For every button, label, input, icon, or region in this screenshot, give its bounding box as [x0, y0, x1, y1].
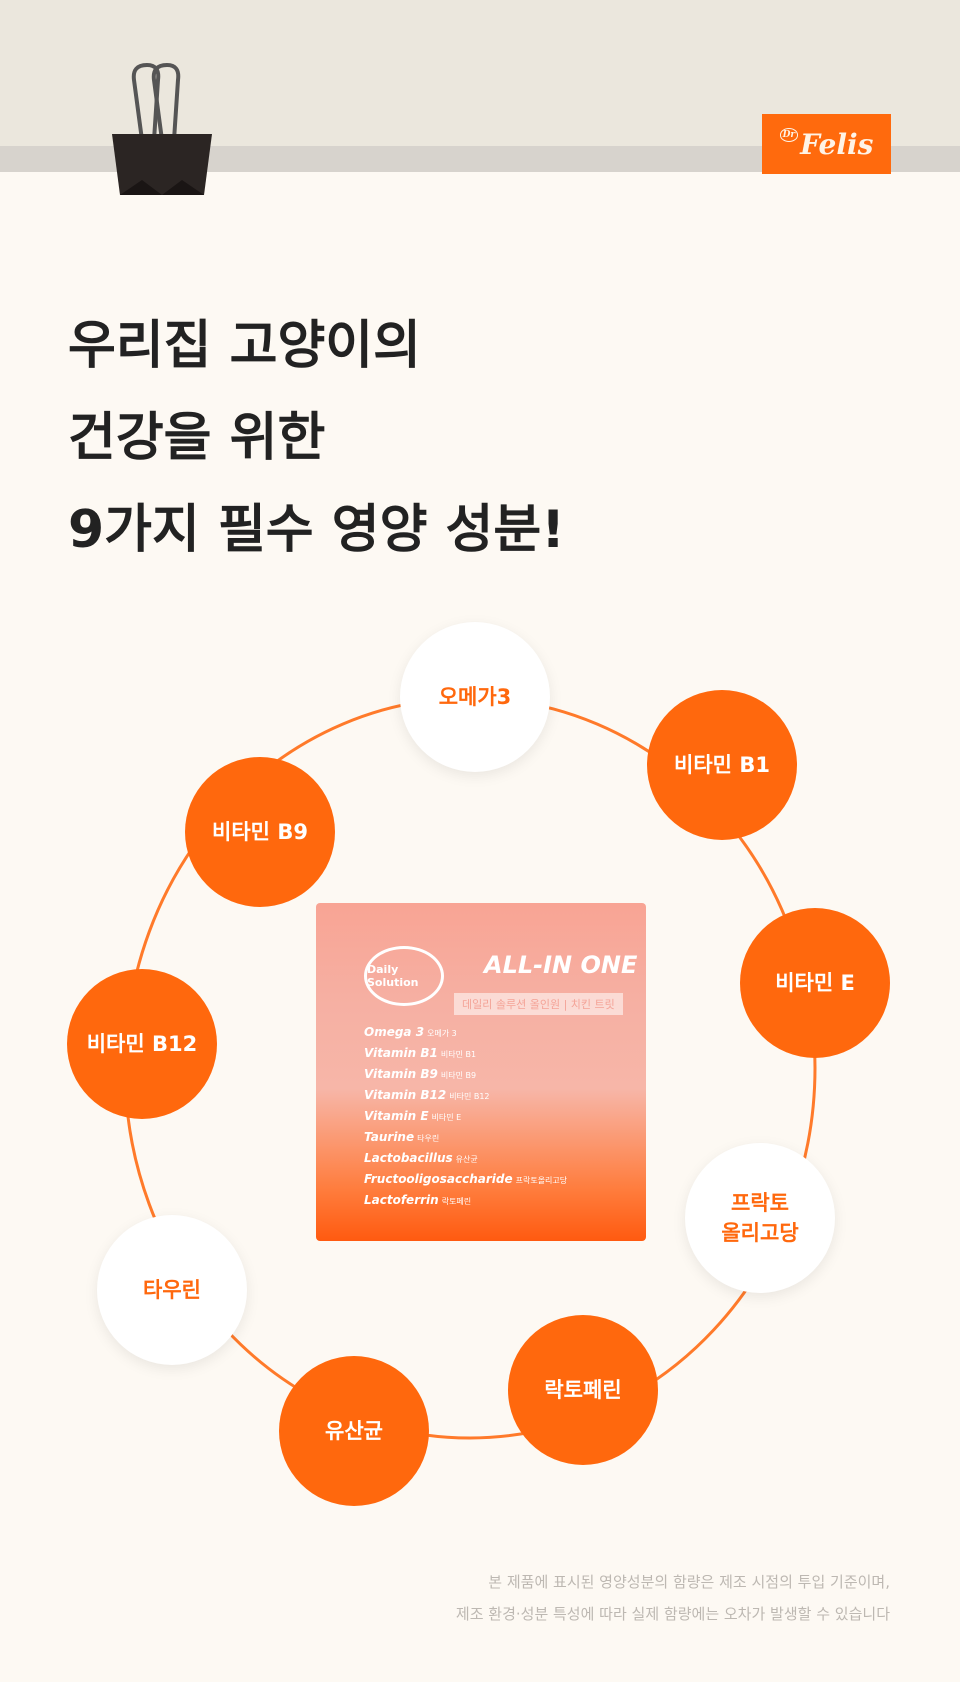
sachet-subtitle: 데일리 솔루션 올인원 | 치킨 트릿: [454, 993, 623, 1015]
nutrient-vitamin-b1: 비타민 B1: [647, 690, 797, 840]
nutrient-lactobacillus: 유산균: [279, 1356, 429, 1506]
sachet-product-name: ALL-IN ONE: [484, 951, 638, 979]
binder-clip-icon: [112, 62, 212, 195]
nutrient-vitamin-b12: 비타민 B12: [67, 969, 217, 1119]
headline: 우리집 고양이의 건강을 위한 9가지 필수 영양 성분!: [68, 316, 565, 560]
disclaimer-note: 본 제품에 표시된 영양성분의 함량은 제조 시점의 투입 기준이며, 제조 환…: [455, 1573, 890, 1623]
product-sachet: Daily Solution ALL-IN ONE 데일리 솔루션 올인원 | …: [316, 903, 646, 1241]
nutrient-taurine: 타우린: [97, 1215, 247, 1365]
nutrient-vitamin-b9: 비타민 B9: [185, 757, 335, 907]
nutrient-fructooligosaccharide: 프락토 올리고당: [685, 1143, 835, 1293]
nutrient-omega3: 오메가3: [400, 622, 550, 772]
nutrient-vitamin-e: 비타민 E: [740, 908, 890, 1058]
nutrient-lactoferrin: 락토페린: [508, 1315, 658, 1465]
sachet-seal: Daily Solution: [364, 946, 444, 1006]
